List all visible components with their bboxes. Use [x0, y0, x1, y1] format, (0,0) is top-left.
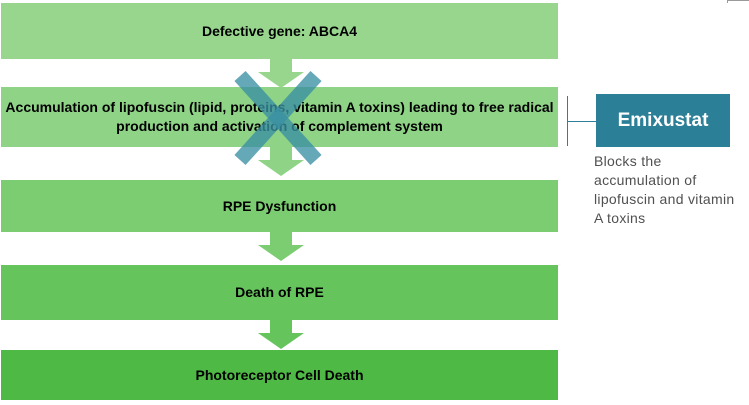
drug-description: Blocks the accumulation of lipofuscin an…: [594, 153, 735, 226]
emixustat-box: Emixustat: [596, 94, 730, 147]
drug-name: Emixustat: [617, 109, 709, 131]
step-label: Photoreceptor Cell Death: [195, 366, 364, 383]
step-rpe-death: Death of RPE: [1, 265, 558, 320]
step-photoreceptor-death: Photoreceptor Cell Death: [1, 350, 558, 400]
corner-mark: [727, 0, 749, 3]
arrow-down-icon: [258, 319, 304, 349]
step-label: Defective gene: ABCA4: [201, 22, 358, 39]
step-label: Death of RPE: [235, 284, 324, 300]
arrow-down-icon: [258, 146, 304, 176]
bracket-connector-line: [567, 121, 596, 122]
arrow-down-icon: [258, 231, 304, 261]
step-label: RPE Dysfunction: [222, 197, 337, 214]
arrow-down-icon: [258, 58, 304, 88]
step-defective-gene: Defective gene: ABCA4: [1, 3, 558, 59]
x-cross-icon: [234, 70, 322, 166]
step-rpe-dysfunction: RPE Dysfunction: [1, 180, 558, 232]
